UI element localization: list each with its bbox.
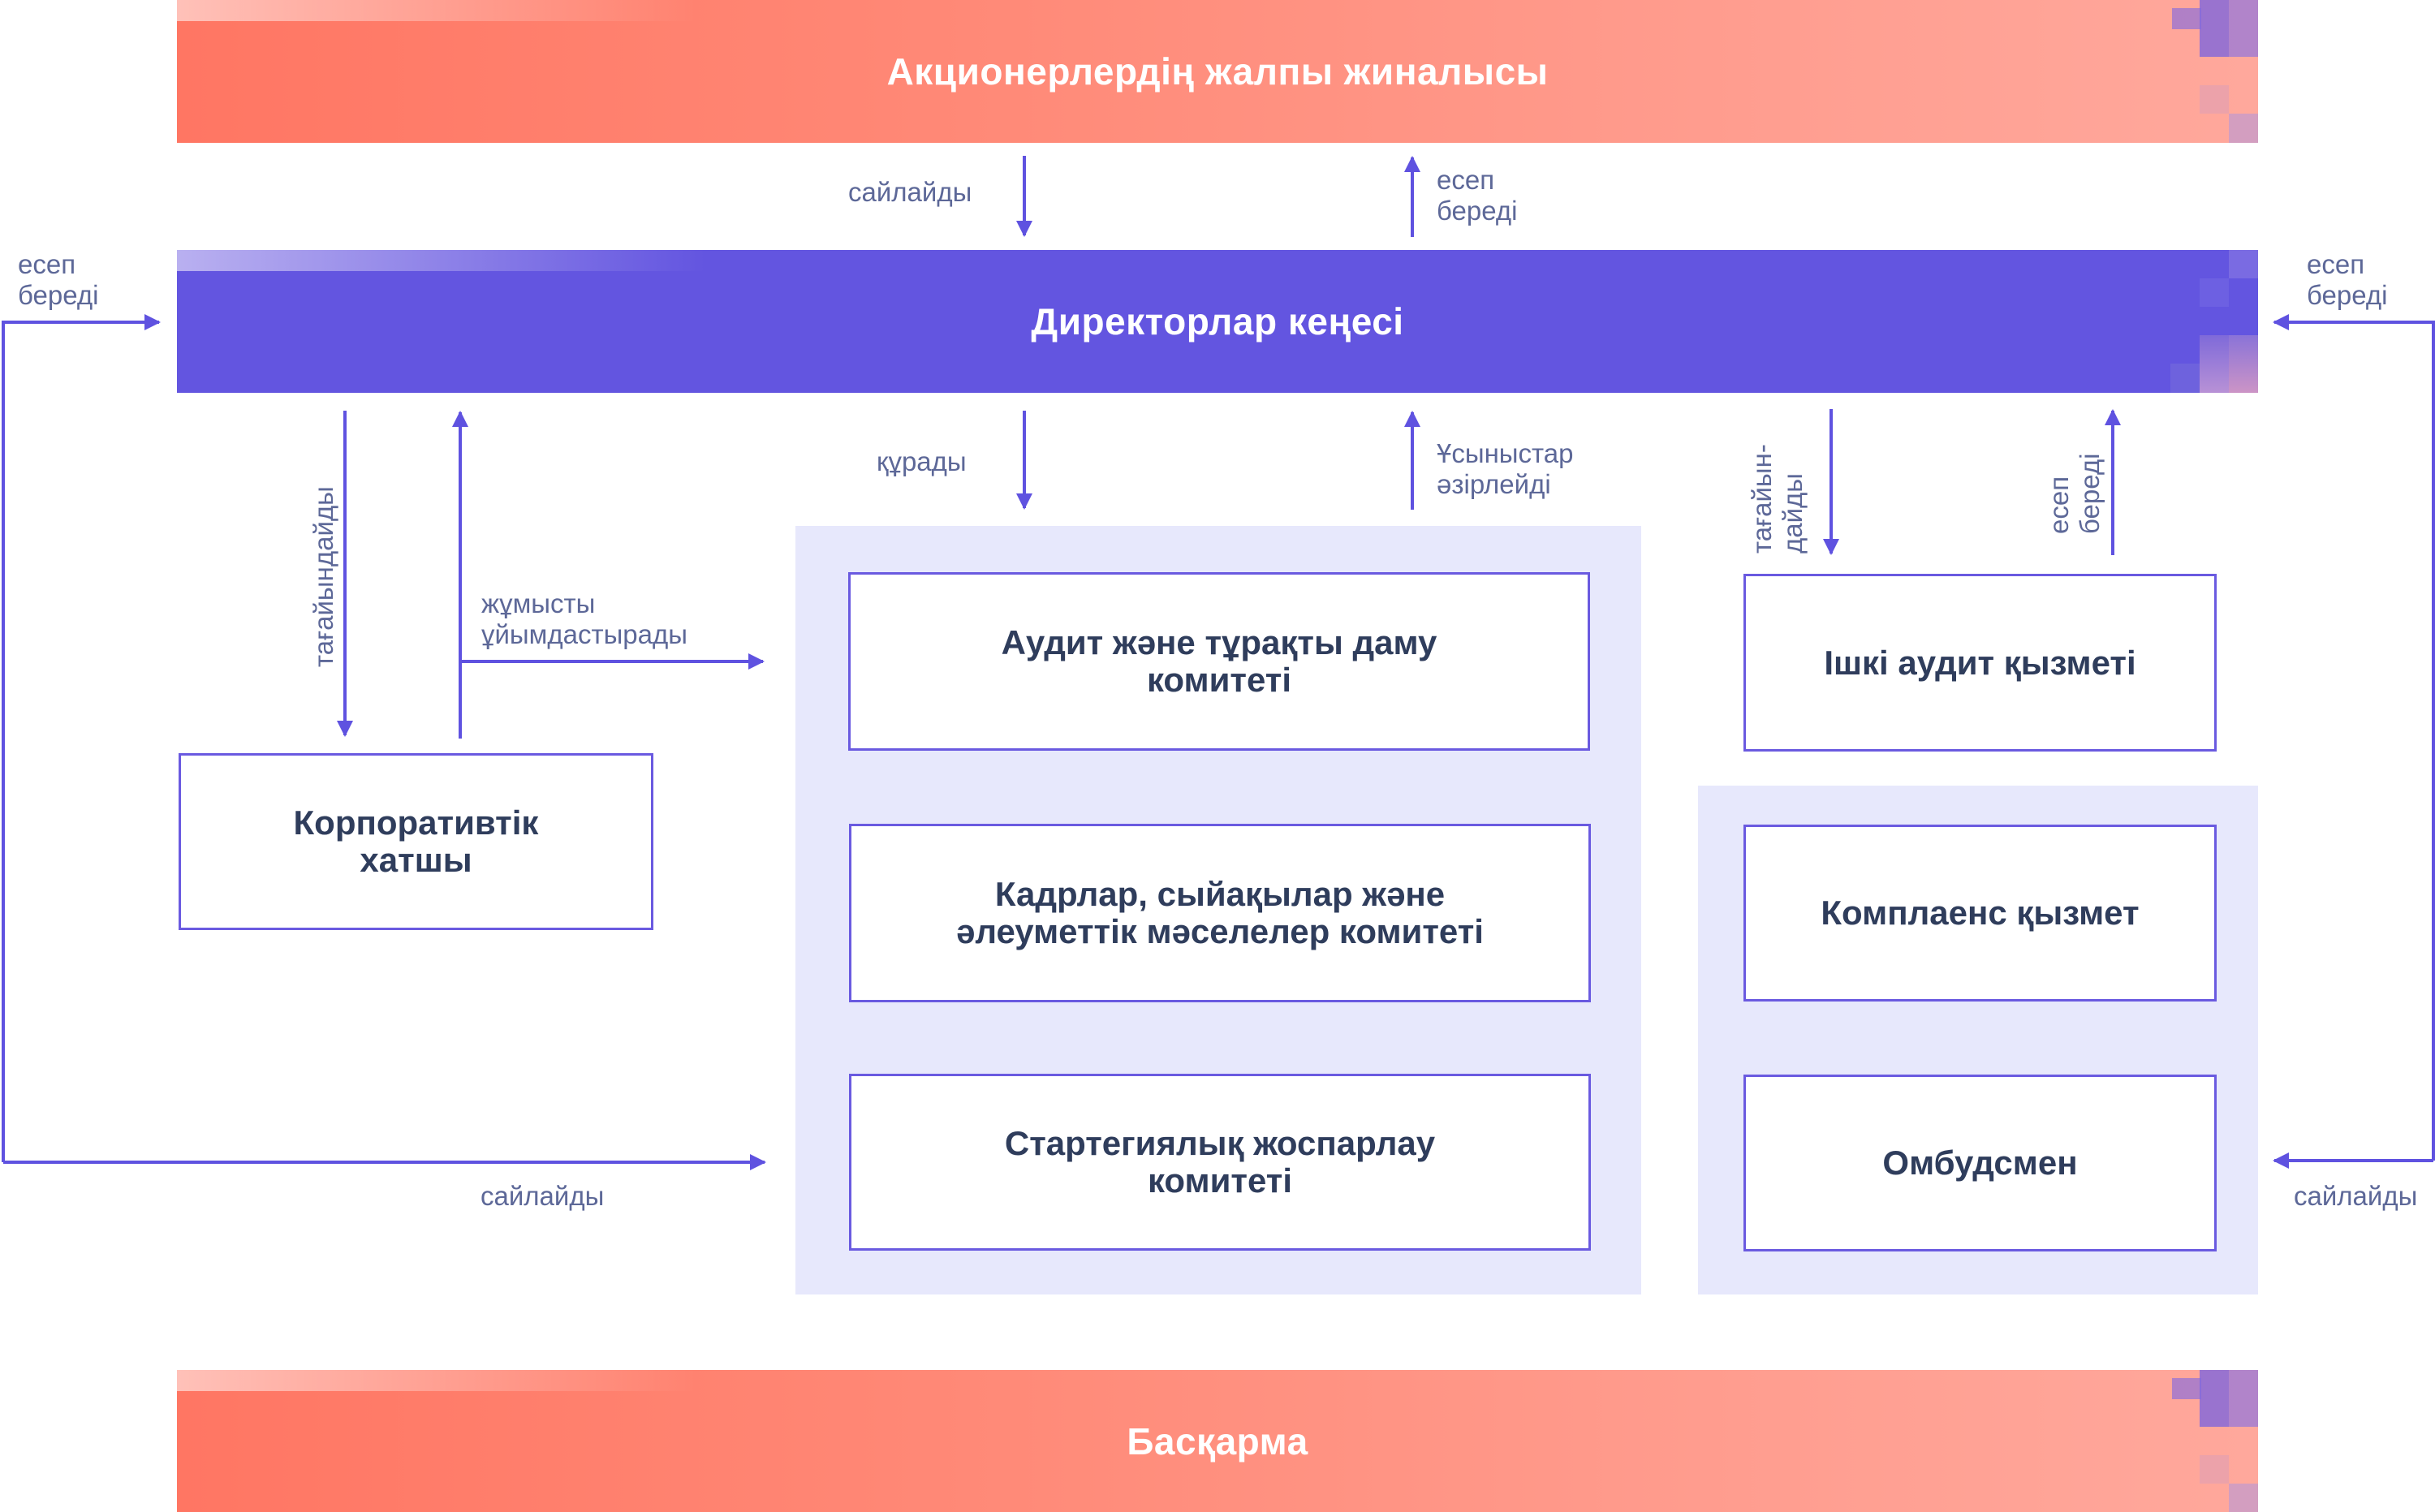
label-reports-internal-audit: есеп береді bbox=[2044, 453, 2105, 534]
pixel-decor-right bbox=[2144, 1370, 2258, 1512]
audit-committee-box[interactable]: Аудит және тұрақты даму комитеті bbox=[848, 572, 1590, 751]
label-reports-left: есеп береді bbox=[18, 249, 99, 310]
pixel-decor-right bbox=[2144, 0, 2258, 143]
label-elects-left: сайлайды bbox=[481, 1181, 605, 1211]
compliance-box[interactable]: Комплаенс қызмет bbox=[1743, 825, 2217, 1002]
label-reports-right: есеп береді bbox=[2307, 249, 2388, 310]
board-of-directors-label: Директорлар кеңесі bbox=[1031, 300, 1404, 342]
label-prepares-proposals: Ұсыныстар әзірлейді bbox=[1437, 438, 1574, 499]
management-board-label: Басқарма bbox=[1127, 1419, 1308, 1462]
board-of-directors-bar[interactable]: Директорлар кеңесі bbox=[177, 250, 2258, 393]
label-reports-top: есеп береді bbox=[1437, 165, 1518, 226]
pixel-decor-right bbox=[2144, 250, 2258, 393]
label-forms: құрады bbox=[877, 446, 967, 476]
arrow-right-loop-reports bbox=[2273, 314, 2435, 1161]
strategy-committee-box[interactable]: Стартегиялық жоспарлау комитеті bbox=[849, 1074, 1591, 1251]
shareholders-meeting-bar[interactable]: Акционерлердің жалпы жиналысы bbox=[177, 0, 2258, 143]
pixel-decor-left bbox=[177, 0, 696, 21]
arrow-left-loop-reports bbox=[2, 314, 161, 1162]
label-organizes-work: жұмысты ұйымдастырады bbox=[481, 588, 687, 649]
management-board-bar[interactable]: Басқарма bbox=[177, 1370, 2258, 1512]
pixel-decor-left bbox=[177, 250, 705, 271]
corporate-secretary-box[interactable]: Корпоративтік хатшы bbox=[179, 753, 653, 930]
internal-audit-box[interactable]: Ішкі аудит қызметі bbox=[1743, 574, 2217, 752]
ombudsman-box[interactable]: Омбудсмен bbox=[1743, 1075, 2217, 1251]
label-elects-top: сайлайды bbox=[848, 177, 972, 207]
shareholders-meeting-label: Акционерлердің жалпы жиналысы bbox=[886, 50, 1549, 93]
pixel-decor-left bbox=[177, 1370, 696, 1391]
hr-committee-box[interactable]: Кадрлар, сыйақылар және әлеуметтік мәсел… bbox=[849, 824, 1591, 1002]
label-appoints-secretary: тағайындайды bbox=[308, 486, 338, 667]
label-appoints-internal-audit: тағайын- дайды bbox=[1747, 444, 1808, 554]
label-elects-right: сайлайды bbox=[2294, 1181, 2418, 1211]
